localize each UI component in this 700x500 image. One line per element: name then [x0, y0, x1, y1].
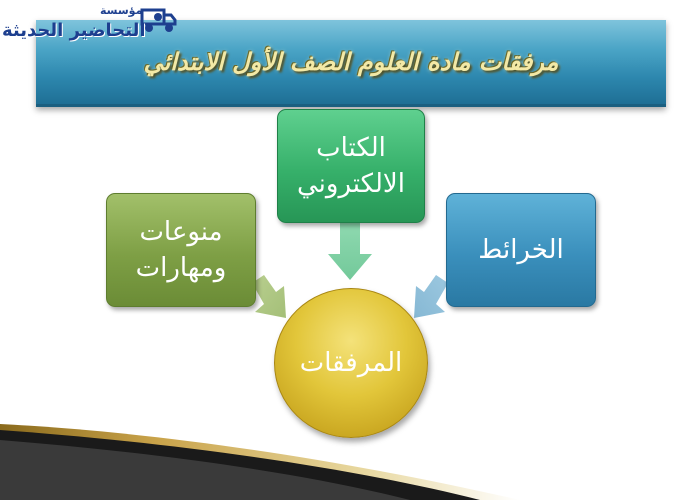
node-electronic-book: الكتاب الالكتروني — [277, 109, 425, 223]
node-attachments-label: المرفقات — [299, 348, 403, 378]
logo-subtitle: مؤسسة — [100, 4, 143, 17]
node-variety-and-skills: منوعات ومهارات — [106, 193, 256, 307]
node-variety-and-skills-label: منوعات ومهارات — [135, 217, 227, 283]
node-electronic-book-label: الكتاب الالكتروني — [297, 133, 405, 199]
node-attachments-center: المرفقات — [274, 288, 428, 438]
slide-title: مرفقات مادة العلوم الصف الأول الابتدائي — [143, 48, 559, 76]
title-banner: مرفقات مادة العلوم الصف الأول الابتدائي — [36, 20, 666, 107]
truck-icon — [140, 8, 177, 32]
arrow-right-to-center — [414, 275, 448, 318]
arrow-top-to-center — [328, 222, 372, 280]
brand-logo: مؤسسة التحاضير الحديثة — [0, 0, 180, 52]
arrow-left-to-center — [252, 275, 286, 318]
node-maps-label: الخرائط — [478, 235, 564, 265]
node-maps: الخرائط — [446, 193, 596, 307]
logo-name: التحاضير الحديثة — [2, 20, 146, 41]
